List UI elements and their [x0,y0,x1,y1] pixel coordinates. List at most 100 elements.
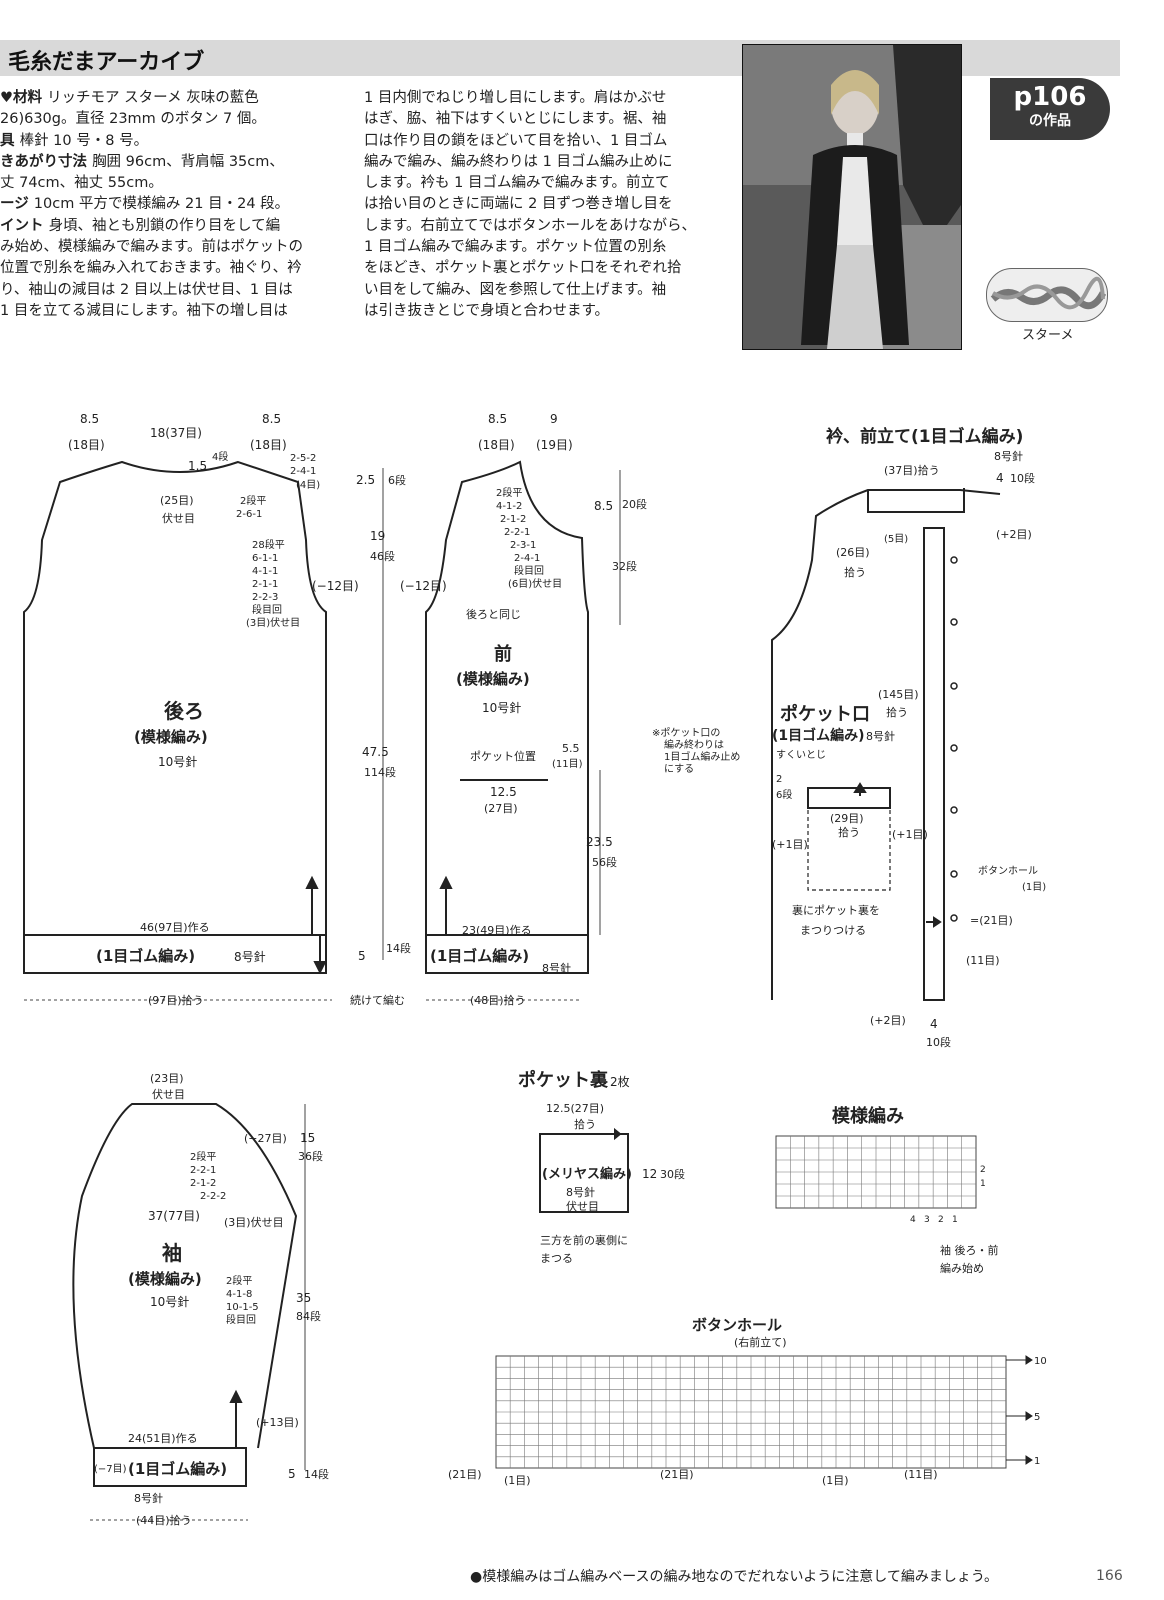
sleeve-bind3: (3目)伏せ目 [224,1215,284,1229]
bh-b1a: (1目) [504,1474,531,1487]
intro-left-line: み始め、模様編みで編みます。前はポケットの [0,237,350,258]
back-shoulder-1: 2-4-1 [290,466,316,477]
intro-right-line: 1 目ゴム編みで編みます。ポケット位置の別糸 [364,239,667,256]
collar-left26b: 拾う [844,565,866,579]
back-needle: 10号針 [158,754,197,769]
pocket-lining-dashed [807,807,891,891]
c-d3: 47.5 [362,745,389,759]
collar-bh: ボタンホール [978,865,1038,877]
back-w-left: 8.5 [80,412,99,426]
back-arm-6: (3目)伏せ目 [246,616,300,629]
sleeve-cap-2: 2-1-2 [190,1178,216,1189]
badge-page: p106 [1013,82,1087,112]
pocket-sew-0: 裏にポケット裏を [792,903,880,917]
collar-b4: 4 [930,1017,938,1031]
collar-pick-top: (37目)拾う [884,463,940,477]
pocket-plus1r: (+1目) [892,828,928,841]
pocket-lining-label: (メリヤス編み) [542,1166,632,1182]
sleeve-title: 袖 [162,1241,182,1265]
intro-left-label: ージ [0,196,34,213]
back-title: 後ろ [164,699,204,723]
front-pocket-side: 5.5 [562,742,580,755]
intro-right-line: い目をして編み、図を参照して仕上げます。袖 [364,281,667,298]
pocket-lining-title: ポケット裏 [518,1069,609,1091]
collar-plus2b: (+2目) [870,1014,906,1027]
sleeve-rib [93,1447,247,1487]
intro-right: 1 目内側でねじり増し目にします。肩はかぶせはぎ、脇、袖下はすくいとじにします。… [364,88,724,322]
intro-left-text: リッチモア スターメ 灰味の藍色 [47,90,259,106]
bh-title: ボタンホール [692,1316,782,1334]
front-neck-6: 段目回 [514,564,544,577]
pocket-lining-needle: 8号針 [566,1185,595,1199]
page-reference-badge: p106 の作品 [990,78,1110,140]
bh-b21l: (21目) [448,1468,482,1481]
sleeve-inc-1: 4-1-8 [226,1289,252,1300]
front-neck-5: 2-4-1 [514,553,540,564]
model-photo [742,44,962,350]
intro-left-label: 具 [0,132,20,149]
front-w2: 9 [550,412,558,426]
pocket-lining-note-0: 三方を前の裏側に [540,1233,628,1247]
front-h1r: 20段 [622,497,647,511]
pattern-n3: 3 [924,1215,930,1225]
sleeve-outline [72,1103,298,1449]
front-neck-4: 2-3-1 [510,540,536,551]
intro-left-line: ♥材料 リッチモア スターメ 灰味の藍色 [0,88,350,109]
collar-left26: (26目) [836,546,870,559]
sleeve-h35r: 84段 [296,1309,321,1323]
front-pocket-side-st: (11目) [552,759,583,770]
pocket-p29b: 拾う [838,825,860,839]
c-d2r: 46段 [370,549,395,563]
collar-plus2: (+2目) [996,528,1032,541]
pocket-mouth [807,787,891,809]
c-d3r: 114段 [364,765,396,779]
back-bind: (25目) [160,494,194,507]
back-cast: 46(97目)作る [140,921,210,934]
sleeve-top: (23目) [150,1072,184,1085]
intro-right-line: します。衿も 1 目ゴム編みで編みます。前立て [364,175,670,192]
intro-right-line: 口は作り目の鎖をほどいて目を拾い、1 目ゴム [364,132,668,149]
back-rib: (1目ゴム編み) [96,947,195,965]
sleeve-cap-3: 2-2-2 [200,1191,226,1202]
pattern-note2: 編み始め [940,1261,984,1275]
back-arm-5: 段目回 [252,603,282,616]
sleeve-h5r: 14段 [304,1467,329,1481]
back-neck-dec-0: 2段平 [240,494,266,507]
collar-eq21: =(21目) [970,914,1013,927]
pocket-p2: 2 [776,774,782,785]
pocket-mouth-title: ポケット口 [780,703,870,725]
back-pick: (97目)拾う [148,993,204,1007]
back-neck-dec-1: 2-6-1 [236,509,262,520]
pattern-n4: 4 [910,1215,916,1225]
intro-left-label: ♥材料 [0,90,48,106]
collar-neck [867,488,965,513]
c-d4: 5 [358,949,366,963]
front-needle: 10号針 [482,700,521,715]
front-same: 後ろと同じ [466,607,521,621]
c-d1: 2.5 [356,473,375,487]
c-continue: 続けて編む [350,993,405,1007]
front-cast: 23(49目)作る [462,924,532,937]
back-w-mid: 18(37目) [150,426,202,440]
bh-r10: 10 [1034,1356,1047,1367]
intro-right-line: 編みで編み、編み終わりは 1 目ゴム編み止めに [364,153,673,170]
pocket-sukui: すくいとじ [776,749,826,761]
pocket-lining-bind: 伏せ目 [566,1199,599,1213]
pocket-sew-1: まつりつける [800,924,866,937]
sleeve-top2: 伏せ目 [152,1087,185,1101]
back-rib-needle: 8号針 [234,949,266,964]
front-band [923,527,945,1001]
collar-bh2: (1目) [1022,882,1046,893]
sleeve-plus13: (+13目) [256,1416,299,1429]
front-w2s: (19目) [536,438,573,452]
intro-left-line: きあがり寸法 胸囲 96cm、背肩幅 35cm、 [0,152,350,173]
intro-left-line: イント 身頃、袖とも別鎖の作り目をして編 [0,216,350,237]
pattern-n2: 2 [938,1215,944,1225]
front-h1: 8.5 [594,499,613,513]
sleeve-inc-2: 10-1-5 [226,1302,259,1313]
intro-left-line: り、袖山の減目は 2 目以上は伏せ目、1 目は [0,280,350,301]
bh-r1: 1 [1034,1456,1040,1467]
collar-note-0: ※ポケット口の [652,727,720,739]
pocket-lining-w2: 拾う [574,1117,596,1131]
